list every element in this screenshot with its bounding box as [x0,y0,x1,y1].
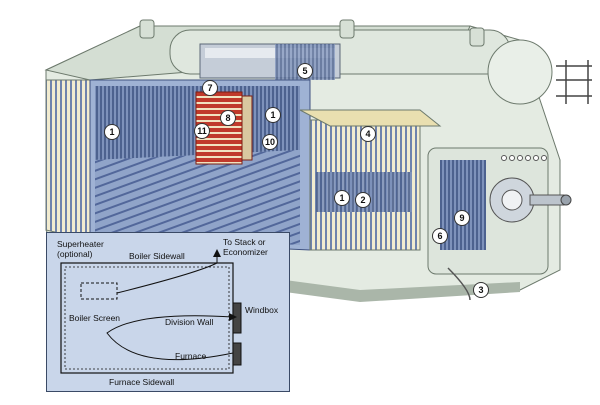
callout-8: 8 [220,110,236,126]
drain-pipe [447,267,471,301]
schematic-drawing [60,249,242,374]
rear-wall [45,79,91,241]
callout-2: 2 [355,192,371,208]
callout-10: 10 [262,134,278,150]
callout-1-rear: 1 [104,124,120,140]
label-furnace: Furnace [175,351,207,361]
callout-9: 9 [454,210,470,226]
water-column [556,60,592,104]
label-superheater: Superheater [57,239,104,249]
callout-4: 4 [360,126,376,142]
label-economizer: Economizer [223,247,268,257]
callout-7: 7 [202,80,218,96]
label-to-stack: To Stack or [223,237,266,247]
front-bolts [501,155,547,161]
callout-5: 5 [297,63,313,79]
convection-section [299,109,442,251]
burner-front [427,147,572,275]
flow-schematic-inset: Superheater (optional) Boiler Sidewall T… [46,232,290,392]
label-boiler-sidewall: Boiler Sidewall [129,251,185,261]
callout-1-convection: 1 [334,190,350,206]
label-furnace-sidewall: Furnace Sidewall [109,377,175,387]
callout-11: 11 [194,123,210,139]
callout-3: 3 [473,282,489,298]
steam-drum [169,29,553,105]
callout-6: 6 [432,228,448,244]
lifting-lugs [139,19,485,47]
label-division-wall: Division Wall [165,317,214,327]
callout-1-furnace: 1 [265,107,281,123]
label-boiler-screen: Boiler Screen [69,313,121,323]
label-windbox: Windbox [245,305,279,315]
label-optional: (optional) [57,249,93,259]
